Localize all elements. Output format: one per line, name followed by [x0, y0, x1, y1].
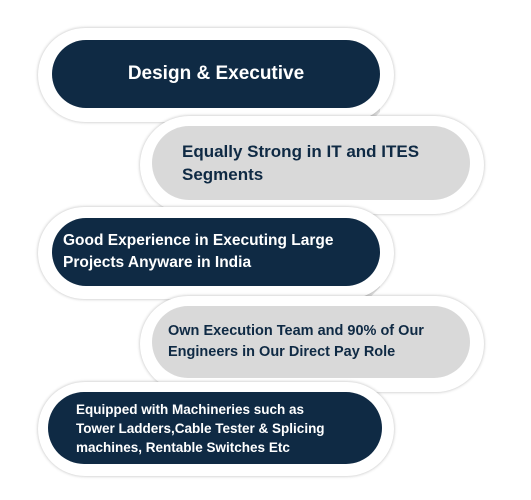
step-3-pill: Good Experience in Executing Large Proje…: [52, 218, 380, 286]
step-1-pill: Design & Executive: [52, 40, 380, 108]
step-5-pill: Equipped with Machineries such as Tower …: [48, 392, 382, 464]
step-4-label: Own Execution Team and 90% of Our Engine…: [168, 323, 424, 360]
step-5-label: Equipped with Machineries such as Tower …: [76, 401, 325, 455]
step-2-label: Equally Strong in IT and ITES Segments: [182, 142, 420, 184]
step-1-label: Design & Executive: [127, 63, 305, 84]
step-4-pill: Own Execution Team and 90% of Our Engine…: [152, 306, 470, 378]
step-3-label: Good Experience in Executing Large Proje…: [63, 232, 334, 271]
step-2-pill: Equally Strong in IT and ITES Segments: [152, 126, 470, 200]
